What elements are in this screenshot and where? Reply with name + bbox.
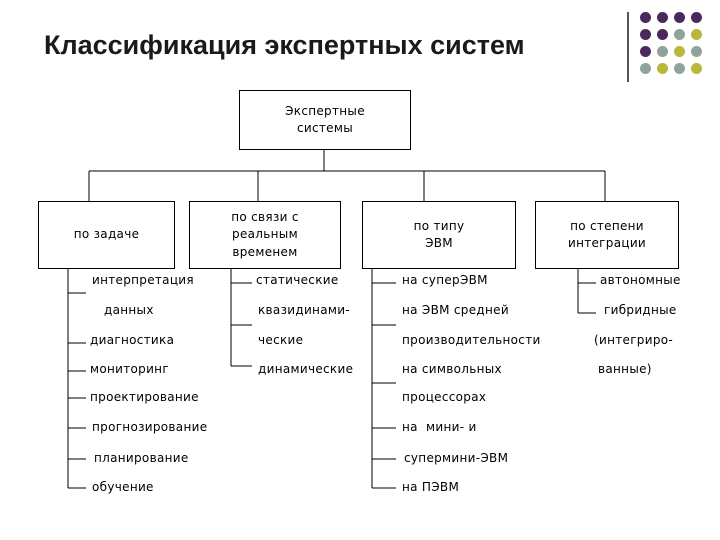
category-label: интеграции [567,236,647,250]
root-box: Экспертные системы [239,90,411,150]
category-label: временем [232,244,298,259]
category-label: по степени [570,218,644,233]
list-item: проектирование [90,390,199,404]
list-item: динамические [258,362,354,376]
list-item: прогнозирование [92,420,208,434]
list-item: планирование [94,451,189,465]
list-item: на мини- и [402,420,477,434]
decorative-dot [657,63,668,74]
list-item: данных [104,303,154,317]
list-item: на ЭВМ средней [402,303,509,317]
list-item: ванные) [598,362,652,376]
decorative-dot [657,29,668,40]
root-label-line2: системы [296,121,353,135]
decorative-dot [657,12,668,23]
title-divider [627,12,629,82]
list-item: статические [256,273,339,287]
category-box-integration: по степени интеграции [535,201,679,269]
decorative-dot [691,12,702,23]
list-item: производительности [402,333,541,347]
decorative-dot [674,12,685,23]
category-box-realtime: по связи с реальным временем [189,201,341,269]
list-item: гибридные [604,303,677,317]
root-label-line1: Экспертные [285,103,365,118]
list-item: процессорах [402,390,487,404]
decorative-dot [674,63,685,74]
decorative-dot [691,46,702,57]
category-label: ЭВМ [425,236,453,250]
list-item: на суперЭВМ [402,273,488,287]
list-item: автономные [600,273,681,287]
decorative-dot [691,29,702,40]
decorative-dot [674,46,685,57]
list-item: ческие [258,333,304,347]
page-title: Классификация экспертных систем [44,30,525,60]
list-item: на ПЭВМ [402,480,460,494]
list-item: мониторинг [90,362,169,376]
decorative-dot [640,46,651,57]
decorative-dot [691,63,702,74]
list-item: диагностика [90,333,175,347]
list-item: квазидинами- [258,303,350,317]
category-label: по связи с [231,209,299,224]
category-label: реальным [232,227,298,242]
category-label: по типу [413,218,465,233]
list-item: (интегриро- [594,333,674,347]
category-box-computer-type: по типу ЭВМ [362,201,516,269]
list-item: обучение [92,480,154,494]
list-item: интерпретация [92,273,194,287]
decorative-dot [674,29,685,40]
category-box-task: по задаче [38,201,175,269]
decorative-dot [640,29,651,40]
list-item: супермини-ЭВМ [404,451,509,465]
category-label: по задаче [73,227,140,242]
list-item: на символьных [402,362,502,376]
decorative-dot [640,12,651,23]
decorative-dot [657,46,668,57]
decorative-dot [640,63,651,74]
